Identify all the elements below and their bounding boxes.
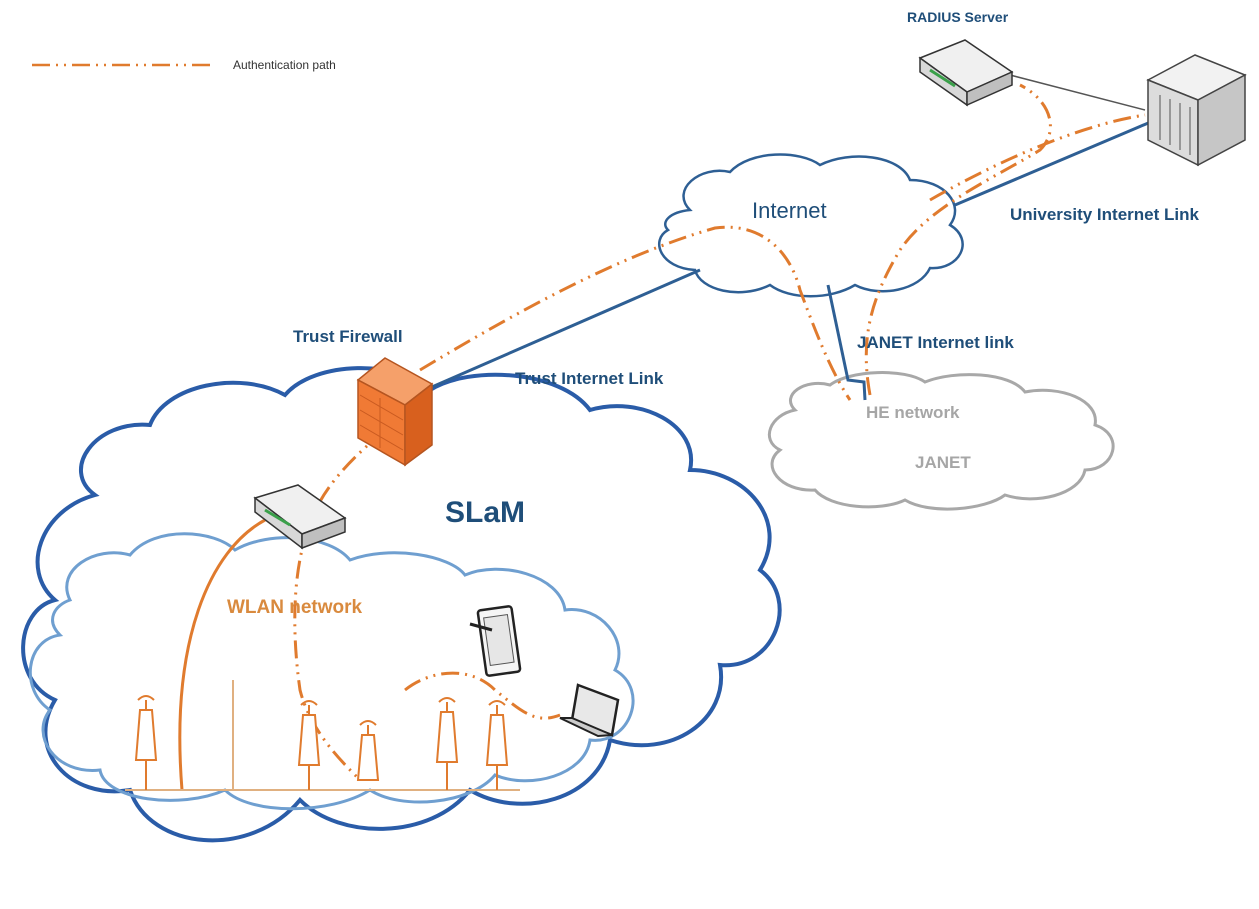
auth-path-trust-to-janet — [419, 225, 852, 401]
network-links — [424, 74, 1161, 401]
slam-cloud — [21, 366, 782, 843]
university-link-label: University Internet Link — [1010, 205, 1199, 224]
wlan-cloud — [28, 532, 635, 811]
he-network-label: HE network — [866, 403, 960, 422]
trust-firewall-label: Trust Firewall — [293, 327, 403, 346]
radius-server-link-line — [1009, 74, 1146, 111]
wlan-label: WLAN network — [227, 597, 363, 618]
slam-label: SLaM — [445, 496, 525, 529]
access-point-icon — [485, 700, 509, 790]
legend-auth-path-label: Authentication path — [233, 58, 336, 72]
wlan-controller-icon — [253, 484, 347, 550]
access-point-icon — [356, 720, 380, 781]
janet-label: JANET — [915, 453, 971, 472]
trust-link-label: Trust Internet Link — [515, 369, 664, 388]
radius-server-label: RADIUS Server — [907, 9, 1009, 25]
access-point-icon — [297, 700, 321, 790]
auth-path-university — [929, 113, 1146, 202]
legend: Authentication path — [32, 58, 336, 72]
internet-label: Internet — [752, 198, 827, 223]
firewall-icon — [356, 357, 434, 467]
access-point-icons — [134, 695, 509, 790]
janet-link-label: JANET Internet link — [857, 333, 1014, 352]
janet-internet-link-line — [826, 284, 867, 401]
radius-server-icon — [918, 39, 1014, 107]
access-point-icon — [435, 697, 459, 790]
authentication-paths — [293, 83, 1146, 782]
university-server-icon — [1146, 54, 1247, 167]
internet-cloud — [658, 153, 964, 298]
janet-cloud — [767, 371, 1115, 511]
controller-wired-link — [178, 518, 266, 791]
tablet-icon — [469, 605, 522, 677]
trust-internet-link-line — [424, 268, 701, 392]
auth-path-wlan-devices — [404, 671, 561, 720]
university-internet-link-line — [954, 116, 1161, 207]
auth-path-firewall-to-ap — [293, 428, 386, 782]
laptop-icon — [559, 683, 620, 738]
access-point-icon — [134, 695, 158, 790]
